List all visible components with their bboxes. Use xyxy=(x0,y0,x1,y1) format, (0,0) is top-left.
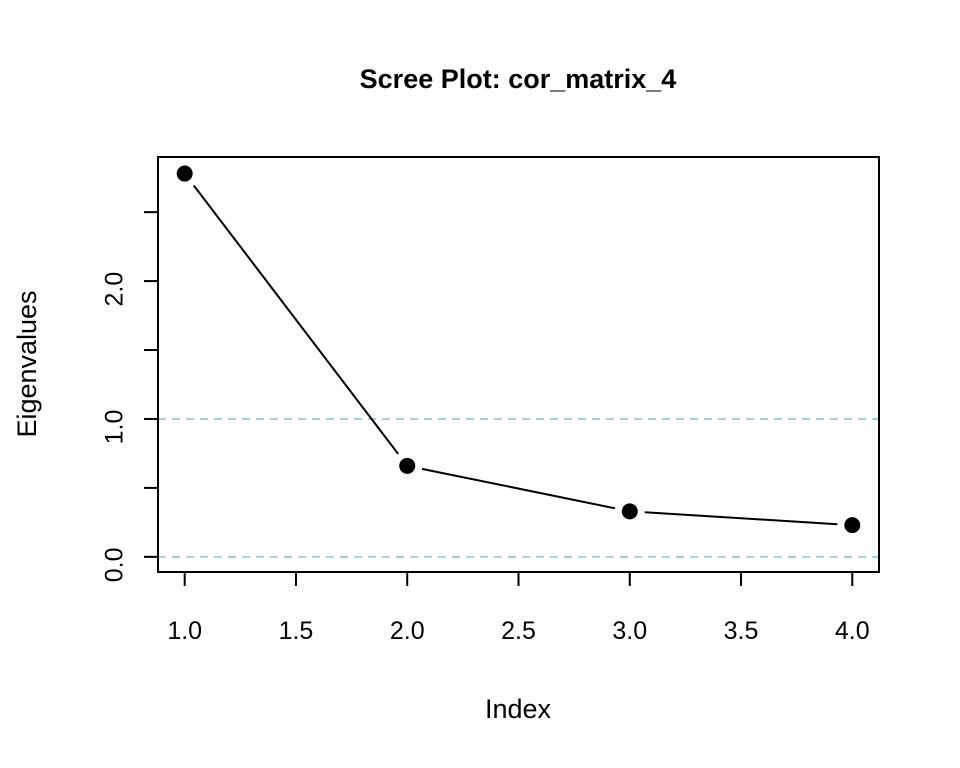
x-axis-label: Index xyxy=(485,694,552,724)
x-tick-label: 2.5 xyxy=(501,617,536,645)
y-tick-label: 2.0 xyxy=(101,272,129,307)
y-axis-label: Eigenvalues xyxy=(12,290,42,437)
data-point xyxy=(844,517,861,534)
series-segment xyxy=(644,511,838,526)
x-tick-label: 4.0 xyxy=(835,617,870,645)
y-axis: 0.0 1.0 2.0 xyxy=(101,211,159,582)
x-tick-label: 3.0 xyxy=(612,617,647,645)
x-axis: 1.0 1.5 2.0 2.5 3.0 3.5 4.0 xyxy=(167,571,870,645)
chart-title: Scree Plot: cor_matrix_4 xyxy=(360,64,677,94)
x-tick-label: 2.0 xyxy=(390,617,425,645)
series-eigenvalues xyxy=(176,165,861,534)
y-tick-label: 1.0 xyxy=(101,410,129,445)
y-tick-label: 0.0 xyxy=(101,547,129,582)
x-tick-label: 1.5 xyxy=(279,617,314,645)
x-tick-label: 1.0 xyxy=(167,617,202,645)
series-segment xyxy=(192,184,399,455)
data-point xyxy=(399,457,416,474)
plot-frame xyxy=(157,156,880,573)
data-point xyxy=(176,165,193,182)
x-tick-label: 3.5 xyxy=(724,617,759,645)
data-point xyxy=(621,503,638,520)
series-segment xyxy=(421,467,616,510)
